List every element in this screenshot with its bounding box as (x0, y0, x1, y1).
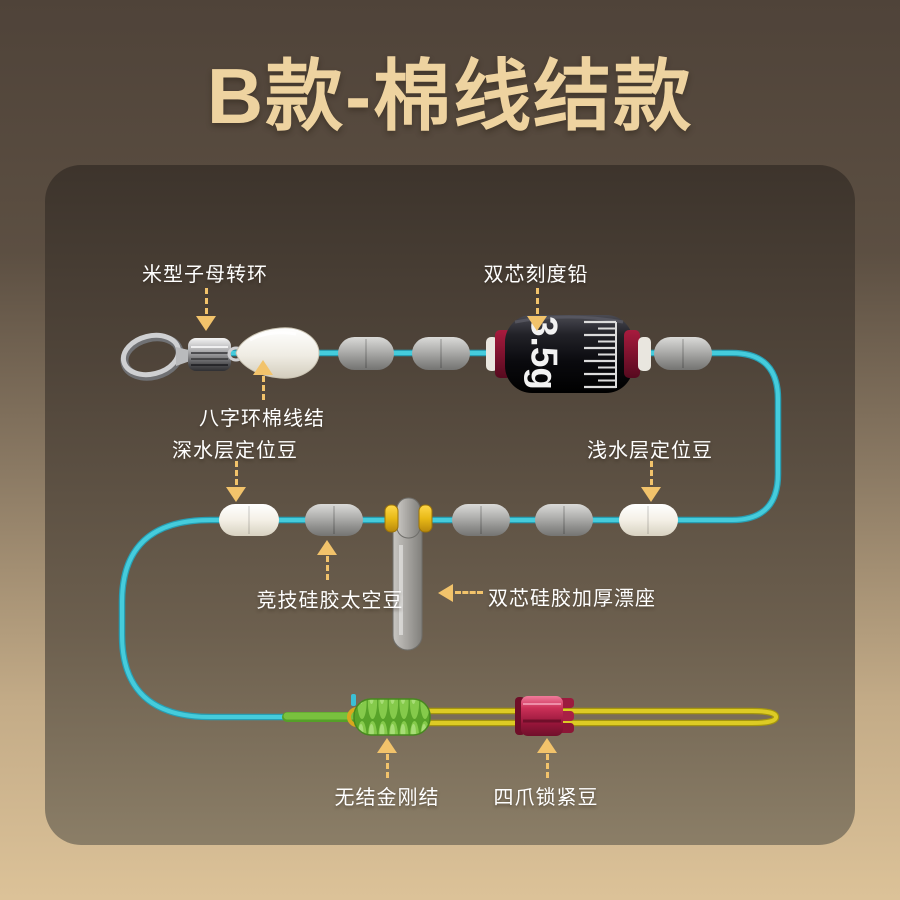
space-bean (452, 504, 510, 536)
label-cotton-knot: 八字环棉线结 (199, 408, 325, 430)
lock-bead (515, 696, 574, 736)
label-float-seat: 双芯硅胶加厚漂座 (488, 588, 656, 610)
space-bean (305, 504, 363, 536)
diamond-knot-arrow-head (377, 738, 397, 753)
diagram-card (45, 165, 855, 845)
lock-bead-arrow-dash (546, 754, 549, 778)
swivel-arrow-head (196, 316, 216, 331)
float-seat-arrow-head (438, 584, 453, 602)
deep-bead-arrow-head (226, 487, 246, 502)
space-bean (338, 337, 394, 370)
label-shallow-water-bead: 浅水层定位豆 (587, 440, 713, 462)
diamond-knot-arrow-dash (386, 754, 389, 778)
space-bean-arrow-head (317, 540, 337, 555)
space-bean (654, 337, 712, 370)
swivel-arrow-dash (205, 288, 208, 314)
label-deep-water-bead: 深水层定位豆 (172, 440, 298, 462)
cotton-knot-arrow-dash (262, 376, 265, 400)
shallow-bead-arrow-dash (650, 461, 653, 485)
deep-water-positioning-bead (219, 504, 279, 536)
cotton-knot-arrow-head (253, 360, 273, 375)
swivel (120, 332, 245, 381)
loop-line-yellow (420, 707, 780, 727)
cotton-knot (235, 327, 320, 379)
main-line (118, 349, 782, 721)
scale-lead: 3.5g (486, 315, 651, 393)
scale-lead-arrow-head (527, 316, 547, 331)
label-space-bean: 竞技硅胶太空豆 (256, 590, 404, 612)
space-bean (412, 337, 470, 370)
shallow-water-positioning-bead (619, 504, 678, 536)
shallow-bead-arrow-head (641, 487, 661, 502)
scale-lead-arrow-dash (536, 288, 539, 314)
label-swivel: 米型子母转环 (142, 264, 268, 286)
space-bean (535, 504, 593, 536)
deep-bead-arrow-dash (235, 461, 238, 485)
label-lock-bead: 四爪锁紧豆 (493, 787, 599, 809)
float-seat-arrow-dash (455, 591, 483, 594)
page-title: B款-棉线结款 (206, 52, 694, 140)
diamond-knot-coil (347, 694, 431, 736)
space-bean-arrow-dash (326, 556, 329, 580)
lock-bead-arrow-head (537, 738, 557, 753)
float-seat (384, 497, 433, 651)
label-scale-lead: 双芯刻度铅 (483, 264, 589, 286)
label-diamond-knot: 无结金刚结 (334, 787, 440, 809)
